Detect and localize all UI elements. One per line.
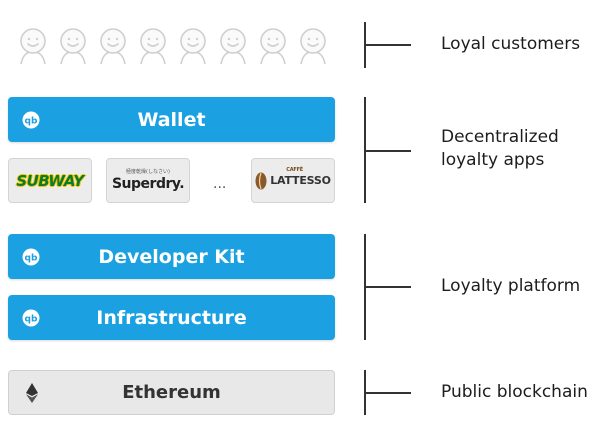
superdry-sub-text: 極度乾燥(しなさい) [126,169,170,175]
subway-logo: SUBWAY [16,171,84,190]
blockchain-bracket-tick [365,392,411,394]
person-smile-icon [220,28,246,65]
lattesso-text: LATTESSO [270,174,331,187]
ethereum-icon [26,383,38,403]
more-apps-ellipsis: ... [213,176,227,192]
svg-text:qb: qb [25,116,38,126]
blockchain-label: Public blockchain [441,382,588,402]
customers-label: Loyal customers [441,34,581,54]
coffee-bean-icon [255,172,267,189]
person-smile-icon [140,28,166,65]
caffe-text: CAFFÈ [286,167,304,173]
person-smile-icon [20,28,46,65]
lattesso-logo-tile: CAFFÈ LATTESSO [251,158,335,203]
infrastructure-label: Infrastructure [96,306,247,329]
platform-bracket-tick [365,286,411,288]
superdry-logo-tile: 極度乾燥(しなさい) Superdry. [106,158,190,203]
ethereum-bar: Ethereum [8,370,335,415]
person-smile-icon [100,28,126,65]
lattesso-logo: CAFFÈ LATTESSO [270,167,331,187]
ethereum-label: Ethereum [122,382,221,403]
platform-label: Loyalty platform [441,276,581,296]
qiibee-logo-icon: qb [22,309,40,326]
wallet-label: Wallet [137,108,206,131]
apps-label-line2: loyalty apps [441,150,545,170]
subway-logo-tile: SUBWAY [8,158,92,203]
superdry-logo: Superdry. [111,175,185,192]
svg-text:qb: qb [25,253,38,263]
person-smile-icon [180,28,206,65]
svg-text:qb: qb [25,314,38,324]
apps-bracket-tick [365,150,411,152]
qiibee-logo-icon: qb [22,111,40,128]
wallet-bar: qb Wallet [8,97,335,142]
person-smile-icon [60,28,86,65]
infrastructure-bar: qb Infrastructure [8,295,335,340]
qiibee-logo-icon: qb [22,248,40,265]
person-smile-icon [300,28,326,65]
person-smile-icon [260,28,286,65]
customer-icons-row [17,27,337,67]
customers-bracket-tick [365,44,411,46]
developer-kit-label: Developer Kit [98,245,245,268]
developer-kit-bar: qb Developer Kit [8,234,335,279]
apps-label-line1: Decentralized [441,127,559,147]
